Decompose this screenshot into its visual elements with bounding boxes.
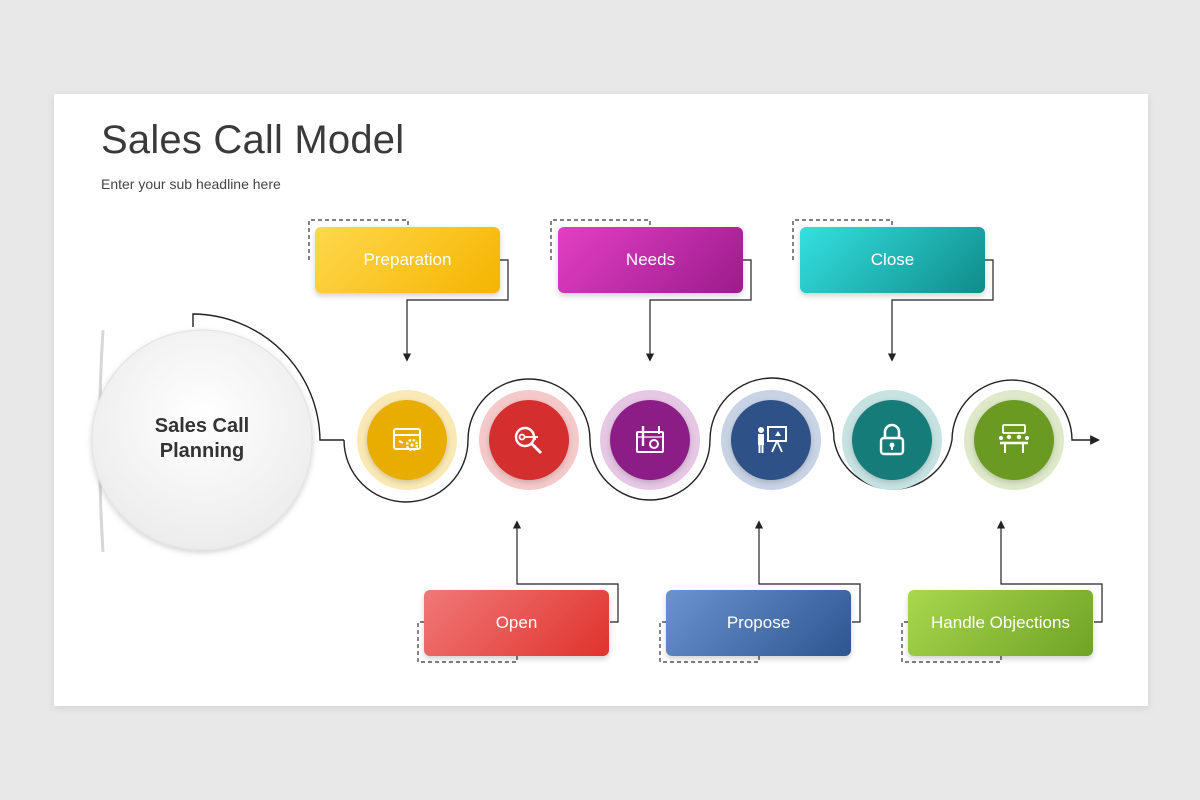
stage-label-handle-objections: Handle Objections xyxy=(931,613,1070,632)
icon-circles xyxy=(357,390,1064,490)
stage-box-propose: Propose xyxy=(666,590,851,656)
magnifier-key-icon xyxy=(514,426,543,455)
stage-box-close: Close xyxy=(800,227,985,293)
page-title: Sales Call Model xyxy=(101,118,405,162)
presenter-board-icon xyxy=(758,426,787,453)
stage-box-needs: Needs xyxy=(558,227,743,293)
meeting-table-icon xyxy=(999,424,1029,453)
stage-circle-2 xyxy=(479,390,579,490)
hub-label-line1: Sales Call xyxy=(154,415,250,437)
hub-label-line2: Planning xyxy=(159,440,245,462)
hub-group xyxy=(91,313,344,553)
hub-connector-line xyxy=(192,313,344,441)
stage-circle-core xyxy=(489,400,569,480)
stage-circle-4 xyxy=(721,390,821,490)
stage-circle-core xyxy=(852,400,932,480)
stage-box-preparation: Preparation xyxy=(315,227,500,293)
padlock-icon xyxy=(879,423,905,456)
bottom-connectors xyxy=(417,520,1103,663)
page-subtitle: Enter your sub headline here xyxy=(101,176,281,192)
stage-circle-6 xyxy=(964,390,1064,490)
stage-circle-3 xyxy=(600,390,700,490)
stage-label-open: Open xyxy=(495,613,538,632)
stage-label-close: Close xyxy=(870,250,915,269)
hub-label: Sales Call Planning xyxy=(130,414,274,464)
top-connectors xyxy=(308,219,994,362)
stage-label-needs: Needs xyxy=(625,250,676,269)
stage-circle-1 xyxy=(357,390,457,490)
stage-box-handle-objections: Handle Objections xyxy=(908,590,1093,656)
stage-circle-core xyxy=(367,400,447,480)
stage-label-preparation: Preparation xyxy=(363,250,452,269)
stage-label-propose: Propose xyxy=(726,613,791,632)
stage-box-open: Open xyxy=(424,590,609,656)
snake-connector-line xyxy=(343,377,1100,503)
blueprint-tools-icon xyxy=(636,426,664,453)
browser-gear-icon xyxy=(393,428,421,452)
stage-circle-core xyxy=(974,400,1054,480)
stage-circle-5 xyxy=(842,390,942,490)
hub-circle xyxy=(91,329,313,551)
stage-circle-core xyxy=(610,400,690,480)
